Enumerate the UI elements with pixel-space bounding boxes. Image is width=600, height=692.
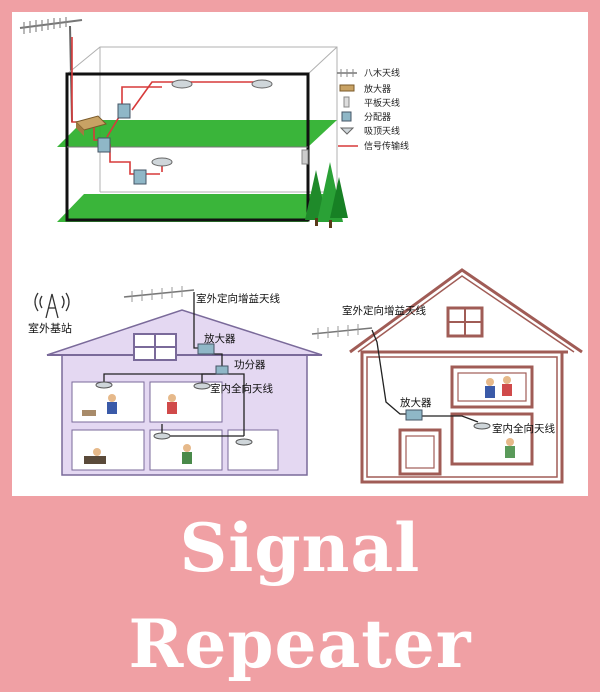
legend-item-ceiling: 吸顶天线	[339, 125, 400, 137]
legend-label-yagi: 八木天线	[364, 67, 400, 79]
splitter-icon	[117, 103, 131, 119]
legend-item-cable: 信号传输线	[338, 140, 409, 152]
right-amplifier-icon	[405, 409, 423, 421]
upper-floor	[57, 120, 337, 147]
legend-label-splitter: 分配器	[364, 112, 391, 123]
ground-floor	[57, 194, 337, 222]
splitter-icon-3	[133, 169, 147, 185]
legend-label-amplifier: 放大器	[364, 83, 391, 95]
trees-icon	[305, 162, 348, 228]
right-outdoor-antenna-label: 室外定向增益天线	[342, 304, 426, 317]
right-indoor-antenna-label: 室内全向天线	[492, 422, 555, 435]
amplifier-icon	[75, 115, 107, 136]
legend-label-panel: 平板天线	[364, 97, 400, 109]
legend-item-splitter: 分配器	[341, 111, 391, 123]
panel-antenna-icon	[301, 149, 309, 165]
legend-item-yagi: 八木天线	[337, 67, 400, 79]
base-station-icon	[34, 292, 70, 319]
right-outdoor-antenna-icon	[311, 324, 373, 339]
people-icon	[82, 394, 192, 464]
page-title: Signal Repeater	[128, 509, 472, 683]
legend-label-ceiling: 吸顶天线	[364, 125, 400, 137]
outdoor-antenna-icon	[123, 286, 195, 302]
ceiling-antenna-icon	[151, 79, 273, 167]
left-splitter-label: 功分器	[234, 359, 266, 371]
left-amplifier-icon	[197, 343, 215, 355]
people-icon-right	[485, 376, 515, 458]
left-indoor-antenna-icon	[95, 381, 253, 446]
legend-item-amplifier: 放大器	[339, 83, 391, 95]
left-splitter-icon	[215, 365, 229, 375]
left-outdoor-antenna-label: 室外定向增益天线	[196, 292, 280, 305]
splitter-icon-2	[97, 137, 111, 153]
legend-label-cable: 信号传输线	[364, 140, 409, 152]
right-amplifier-label: 放大器	[400, 396, 432, 409]
left-amplifier-label: 放大器	[204, 332, 236, 345]
right-house-diagram: 室外定向增益天线 放大器 室内全向天线	[311, 268, 583, 484]
left-house-diagram: 室外基站	[28, 286, 323, 476]
diagram-panel: 八木天线 放大器 平板天线 分配器 吸顶天线 信号传输线	[12, 12, 588, 496]
diagram-svg: 八木天线 放大器 平板天线 分配器 吸顶天线 信号传输线	[19, 17, 583, 484]
building-diagram: 八木天线 放大器 平板天线 分配器 吸顶天线 信号传输线	[19, 17, 409, 228]
legend: 八木天线 放大器 平板天线 分配器 吸顶天线 信号传输线	[337, 67, 409, 152]
base-station-label: 室外基站	[28, 321, 72, 335]
signal-cable	[71, 37, 270, 175]
left-indoor-antenna-label: 室内全向天线	[210, 382, 273, 395]
legend-item-panel: 平板天线	[343, 96, 400, 109]
right-indoor-antenna-icon	[473, 422, 491, 430]
right-cable	[371, 329, 479, 423]
